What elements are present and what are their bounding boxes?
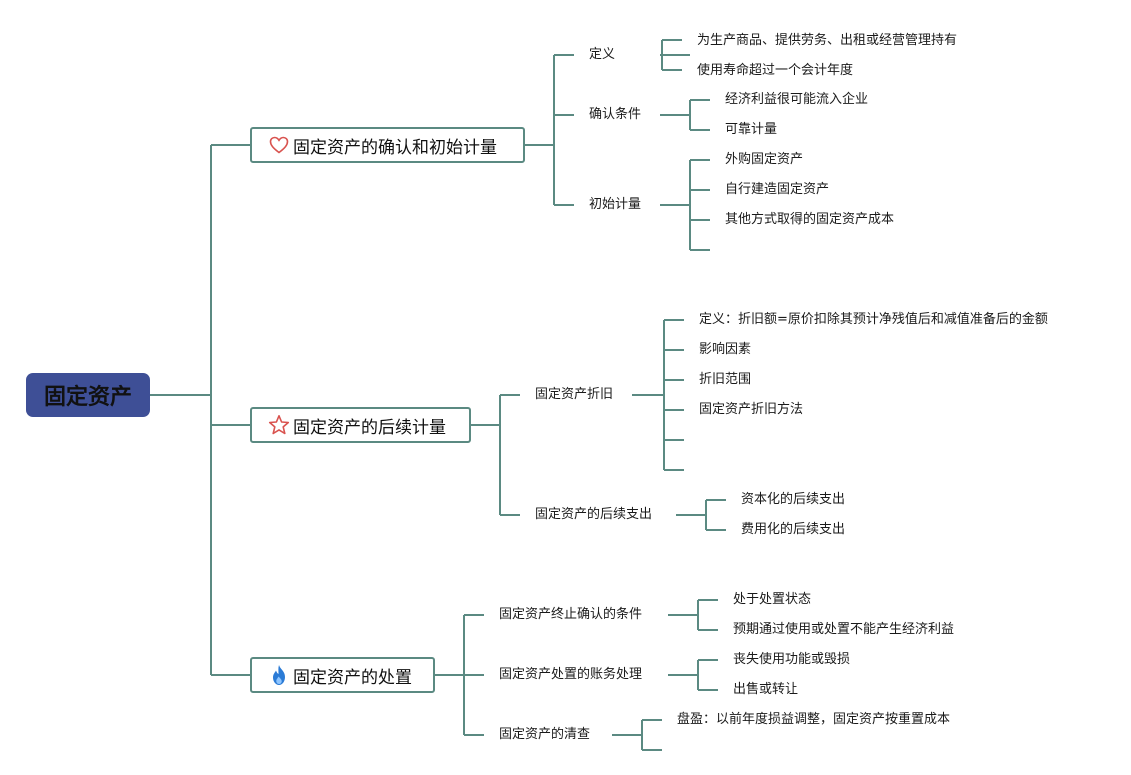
leaf-item[interactable]: 处于处置状态 bbox=[733, 592, 812, 607]
branch-node-disposal[interactable]: 固定资产的处置 bbox=[250, 657, 435, 693]
leaf-item[interactable]: 经济利益很可能流入企业 bbox=[725, 92, 869, 107]
root-label: 固定资产 bbox=[43, 385, 132, 410]
leaf-item[interactable]: 使用寿命超过一个会计年度 bbox=[697, 63, 854, 78]
leaf-item[interactable]: 定义：折旧额=原价扣除其预计净残值后和减值准备后的金额 bbox=[699, 312, 1048, 327]
branch-label: 固定资产的确认和初始计量 bbox=[293, 137, 497, 158]
heart-icon bbox=[268, 134, 290, 156]
leaf-item[interactable]: 预期通过使用或处置不能产生经济利益 bbox=[733, 622, 955, 637]
topic-initial-measurement[interactable]: 初始计量 bbox=[589, 197, 642, 212]
topic-recognition-conditions[interactable]: 确认条件 bbox=[589, 107, 642, 122]
leaf-item[interactable]: 丧失使用功能或毁损 bbox=[733, 652, 851, 667]
topic-inventory-check[interactable]: 固定资产的清查 bbox=[499, 727, 591, 742]
branch-label: 固定资产的后续计量 bbox=[293, 417, 446, 438]
branch-label: 固定资产的处置 bbox=[293, 667, 412, 688]
leaf-item[interactable]: 为生产商品、提供劳务、出租或经营管理持有 bbox=[697, 33, 958, 48]
leaf-item[interactable]: 可靠计量 bbox=[725, 122, 778, 137]
root-node[interactable]: 固定资产 bbox=[26, 373, 150, 417]
leaf-item[interactable]: 外购固定资产 bbox=[725, 152, 804, 167]
topic-derecognition-conditions[interactable]: 固定资产终止确认的条件 bbox=[499, 607, 643, 622]
leaf-item[interactable]: 其他方式取得的固定资产成本 bbox=[725, 212, 895, 227]
leaf-item[interactable]: 资本化的后续支出 bbox=[741, 492, 846, 507]
topic-definition[interactable]: 定义 bbox=[589, 47, 616, 62]
topic-depreciation[interactable]: 固定资产折旧 bbox=[535, 387, 614, 402]
leaf-item[interactable]: 影响因素 bbox=[699, 342, 752, 357]
topic-disposal-accounting[interactable]: 固定资产处置的账务处理 bbox=[499, 667, 643, 682]
leaf-item[interactable]: 费用化的后续支出 bbox=[741, 522, 846, 537]
leaf-item[interactable]: 折旧范围 bbox=[699, 372, 752, 387]
branch-node-recognition[interactable]: 固定资产的确认和初始计量 bbox=[250, 127, 525, 163]
branch-node-subsequent[interactable]: 固定资产的后续计量 bbox=[250, 407, 471, 443]
topic-subsequent-expenditure[interactable]: 固定资产的后续支出 bbox=[535, 507, 653, 522]
leaf-item[interactable]: 盘盈：以前年度损益调整，固定资产按重置成本 bbox=[677, 712, 951, 727]
star-icon bbox=[268, 414, 290, 436]
leaf-item[interactable]: 出售或转让 bbox=[733, 682, 799, 697]
leaf-item[interactable]: 固定资产折旧方法 bbox=[699, 402, 804, 417]
leaf-item[interactable]: 自行建造固定资产 bbox=[725, 182, 830, 197]
fire-icon bbox=[268, 664, 290, 686]
